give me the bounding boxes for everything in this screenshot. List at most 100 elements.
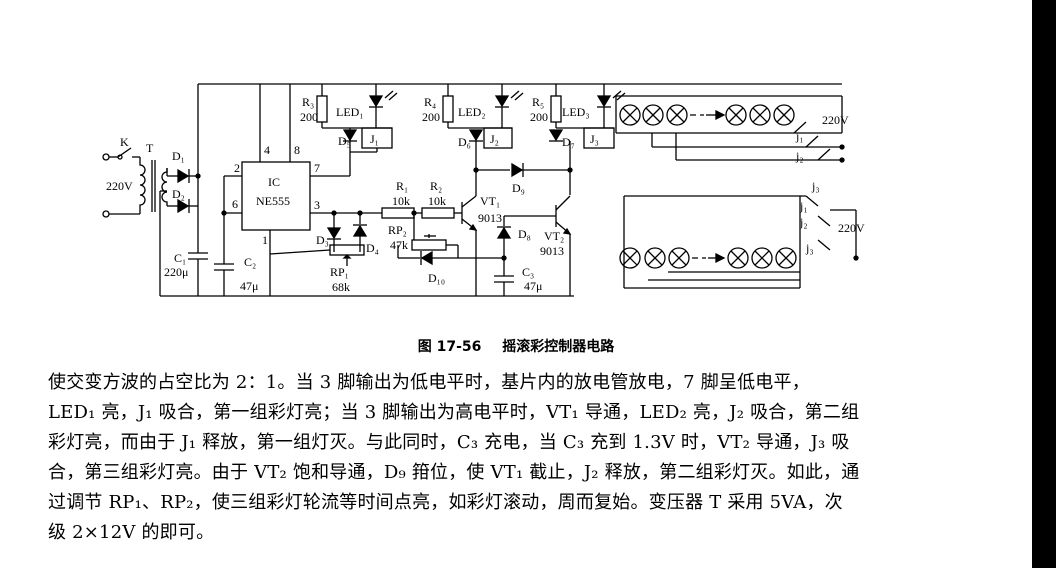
diode-d4 (352, 213, 368, 252)
resistor-r2 (421, 207, 455, 219)
label-d6: D₆ (458, 135, 471, 149)
capacitor-c2 (214, 263, 234, 271)
label-contact-j3-bottom: j₃ (805, 241, 814, 255)
resistor-r4 (442, 95, 454, 123)
transformer-t (139, 157, 168, 214)
label-d7: D₇ (562, 135, 575, 149)
diode-d9 (511, 162, 524, 178)
capacitor-c3 (494, 275, 514, 283)
transistor-vt2 (555, 195, 572, 235)
label-d9: D₉ (512, 181, 525, 195)
diode-d5 (342, 129, 358, 142)
label-pin8: 8 (294, 143, 300, 157)
label-mains-out-2: 220V (838, 221, 865, 235)
text-line: LED₁ 亮，J₁ 吸合，第一组彩灯亮；当 3 脚输出为高电平时，VT₁ 导通，… (48, 402, 860, 423)
relay-j2 (483, 127, 513, 149)
label-r5-value: 200 (530, 110, 548, 124)
diode-d10 (408, 250, 458, 266)
label-contact-j1-top: j₁ (795, 129, 804, 143)
label-rp2: RP₂ (388, 223, 407, 237)
label-j3: J₃ (590, 132, 599, 146)
potentiometer-rp2 (411, 213, 459, 258)
label-pin2: 2 (234, 161, 240, 175)
potentiometer-rp1 (329, 244, 365, 266)
label-r4: R₄ (424, 95, 436, 109)
label-mains-out-1: 220V (822, 113, 849, 127)
input-terminal-bottom (102, 210, 110, 218)
text-line: 合，第三组彩灯亮。由于 VT₂ 饱和导通，D₉ 箝位，使 VT₁ 截止，J₂ 释… (48, 462, 860, 483)
label-switch-k: K (120, 135, 129, 149)
lamp-group-top (615, 95, 845, 163)
label-ic: IC (268, 175, 280, 189)
relay-j3 (583, 127, 615, 149)
label-vt2: VT₂ (544, 229, 564, 243)
text-line: 过调节 RP₁、RP₂，使三组彩灯轮流等时间点亮，如彩灯滚动，周而复始。变压器 … (48, 492, 843, 513)
label-pin3: 3 (314, 198, 320, 212)
label-c1-value: 220μ (164, 265, 188, 279)
diode-d3 (326, 213, 342, 252)
diode-d2 (177, 198, 190, 214)
label-d8: D₈ (518, 227, 531, 241)
label-led2: LED₂ (458, 105, 486, 119)
capacitor-c1 (188, 252, 208, 260)
label-c2: C₂ (244, 255, 256, 269)
label-r3-value: 200 (300, 110, 318, 124)
lamp-group-bottom (619, 195, 859, 289)
label-d1: D₁ (172, 149, 185, 163)
label-contact-j2-top: j₂ (795, 149, 804, 163)
label-pin4: 4 (264, 143, 270, 157)
label-vt2-part: 9013 (540, 244, 564, 258)
resistor-r5 (550, 95, 562, 123)
diode-d8 (496, 216, 512, 276)
label-r5: R₅ (532, 95, 544, 109)
label-rp2-value: 47k (390, 238, 408, 252)
label-vt1-part: 9013 (478, 211, 502, 225)
text-line: 彩灯亮，而由于 J₁ 释放，第一组灯灭。与此同时，C₃ 充电，当 C₃ 充到 1… (48, 432, 850, 453)
label-rp1-value: 68k (332, 280, 350, 294)
label-d4: D₄ (366, 241, 379, 255)
figure-caption: 图 17-56 摇滚彩控制器电路 (0, 336, 1032, 356)
label-pin7: 7 (314, 161, 320, 175)
label-c1: C₁ (174, 251, 186, 265)
label-pin1: 1 (262, 233, 268, 247)
body-paragraph: 使交变方波的占空比为 2：1。当 3 脚输出为低电平时，基片内的放电管放电，7 … (48, 368, 948, 548)
label-r4-value: 200 (422, 110, 440, 124)
figure-number: 图 17-56 (417, 339, 482, 355)
diode-d1 (177, 168, 190, 184)
label-ic-part: NE555 (256, 194, 290, 208)
label-d2: D₂ (172, 187, 185, 201)
label-led3: LED₃ (562, 105, 590, 119)
led1 (368, 84, 398, 128)
label-r2: R₂ (430, 179, 442, 193)
led2 (494, 84, 524, 128)
label-c3: C₃ (522, 265, 534, 279)
switch-k (109, 147, 140, 160)
label-contact-j1-bottom: j₁ (799, 199, 808, 213)
label-r1-value: 10k (392, 194, 410, 208)
label-d10: D₁₀ (428, 271, 445, 285)
label-j2: J₂ (490, 132, 499, 146)
label-contact-j3-top: j₃ (811, 179, 820, 193)
circuit-schematic: K T 220V D₁ D₂ C₁ 220μ C₂ 47μ IC NE555 2… (102, 83, 865, 297)
label-pin6: 6 (232, 197, 238, 211)
label-rp1: RP₁ (330, 265, 349, 279)
label-transformer-t: T (146, 141, 154, 155)
figure-title: 摇滚彩控制器电路 (502, 339, 615, 355)
label-led1: LED₁ (336, 105, 364, 119)
label-c3-value: 47μ (524, 279, 542, 293)
diode-d7 (548, 129, 564, 142)
led3 (596, 84, 626, 128)
label-j1: J₁ (370, 132, 379, 146)
label-mains-in: 220V (106, 179, 133, 193)
ic-ne555 (241, 161, 311, 231)
label-r1: R₁ (396, 179, 408, 193)
label-c2-value: 47μ (240, 279, 258, 293)
diode-d6 (468, 129, 484, 142)
text-line: 级 2×12V 的即可。 (48, 522, 215, 543)
label-vt1: VT₁ (480, 194, 500, 208)
label-r3: R₃ (302, 95, 314, 109)
label-contact-j2-bottom: j₂ (799, 215, 808, 229)
resistor-r3 (316, 95, 328, 123)
scan-edge-bar (1032, 0, 1056, 568)
